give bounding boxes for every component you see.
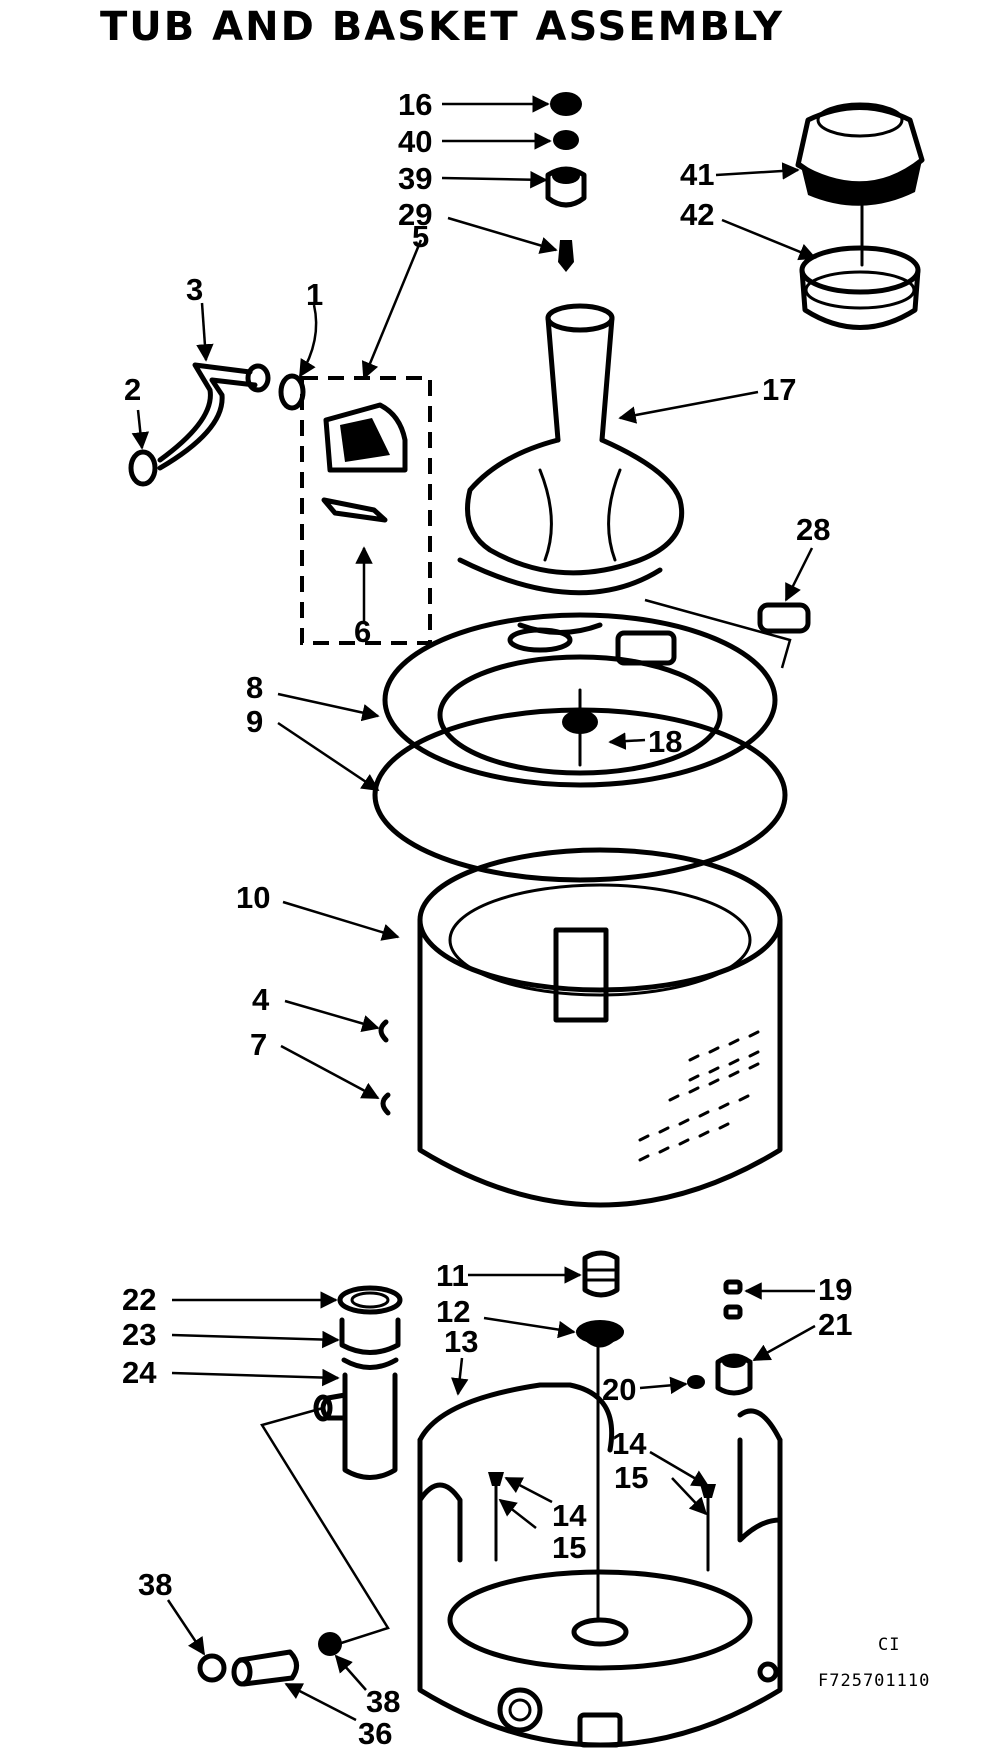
grommet-part: [278, 373, 306, 411]
callout-label: 38: [138, 1567, 172, 1602]
bushing-part: [545, 166, 587, 208]
wire-route-line: [644, 598, 792, 669]
callout-label: 13: [444, 1324, 478, 1359]
callout-label: 21: [818, 1307, 852, 1342]
callout-label: 12: [436, 1294, 470, 1329]
callout-label: 42: [680, 197, 714, 232]
seal-part: [582, 1250, 620, 1298]
callout-label: 3: [186, 272, 203, 307]
agitator-part: [457, 303, 685, 596]
filter-screen-part: [321, 497, 388, 523]
hose-clamp-part: [128, 449, 158, 487]
callout-label: 38: [366, 1684, 400, 1719]
callout-label: 7: [250, 1027, 267, 1062]
callout-label: 23: [122, 1317, 156, 1352]
cap-nut-part: [550, 92, 582, 116]
callout-label: 19: [818, 1272, 852, 1307]
callout-label: 16: [398, 87, 432, 122]
washer-part: [553, 130, 579, 150]
callout-label: 29: [398, 197, 432, 232]
stud-part: [558, 240, 574, 272]
pump-pipe-part: [313, 1372, 398, 1480]
callout-label: 24: [122, 1355, 157, 1390]
dispenser-cap-part: [795, 102, 925, 206]
seal-cap-part: [576, 1320, 624, 1348]
basket-clip-upper-part: [378, 1019, 389, 1043]
reference-code: CI: [878, 1635, 900, 1655]
callout-label: 18: [648, 724, 682, 759]
agitator-shaft-seal-part: [562, 688, 598, 767]
callout-label: 28: [796, 512, 830, 547]
callout-label: 11: [436, 1258, 469, 1293]
callout-label: 15: [552, 1530, 586, 1565]
pump-spring-part: [339, 1317, 401, 1370]
callout-label: 39: [398, 161, 432, 196]
callout-label: 22: [122, 1282, 156, 1317]
diagram-title: TUB AND BASKET ASSEMBLY: [100, 4, 784, 50]
outer-tub-part: [417, 1338, 783, 1748]
tub-ring-part: [382, 612, 778, 788]
callout-label: 36: [358, 1716, 392, 1751]
hose-route-line: [260, 1406, 390, 1647]
callout-label: 17: [762, 372, 796, 407]
callout-label: 14: [552, 1498, 587, 1533]
screw-part: [723, 1279, 743, 1320]
connector-clamp-part: [197, 1653, 227, 1683]
leader-lines: [131, 95, 817, 1722]
pump-cap-part: [337, 1285, 403, 1315]
lid-switch-part: [757, 602, 811, 634]
callout-label: 1: [306, 277, 323, 312]
callout-label: 9: [246, 704, 263, 739]
bearing-part: [715, 1353, 753, 1396]
callout-label: 15: [614, 1460, 648, 1495]
callout-label: 2: [124, 372, 141, 407]
callout-label: 40: [398, 124, 432, 159]
callout-label: 14: [612, 1426, 647, 1461]
basket-clip-lower-part: [380, 1092, 391, 1116]
callout-label: 4: [252, 982, 270, 1017]
callout-label: 10: [236, 880, 270, 915]
tub-bolt-right-part: [700, 1484, 716, 1572]
wash-basket-part: [417, 847, 783, 1208]
callout-label: 41: [680, 157, 714, 192]
drain-hose-part: [157, 362, 271, 471]
connector-grommet-part: [318, 1632, 342, 1656]
callout-label: 8: [246, 670, 263, 705]
callout-label: 6: [354, 614, 371, 649]
callout-label: 5: [412, 219, 429, 254]
filter-housing-part: [323, 402, 408, 473]
nut-part: [687, 1375, 705, 1389]
reference-number: F725701110: [818, 1671, 930, 1691]
basket-perforations: [638, 1030, 760, 1162]
dispenser-ring-part: [799, 203, 921, 330]
drain-connector-part: [231, 1649, 299, 1687]
tub-bolt-left-part: [488, 1472, 504, 1562]
callout-label: 20: [602, 1372, 636, 1407]
